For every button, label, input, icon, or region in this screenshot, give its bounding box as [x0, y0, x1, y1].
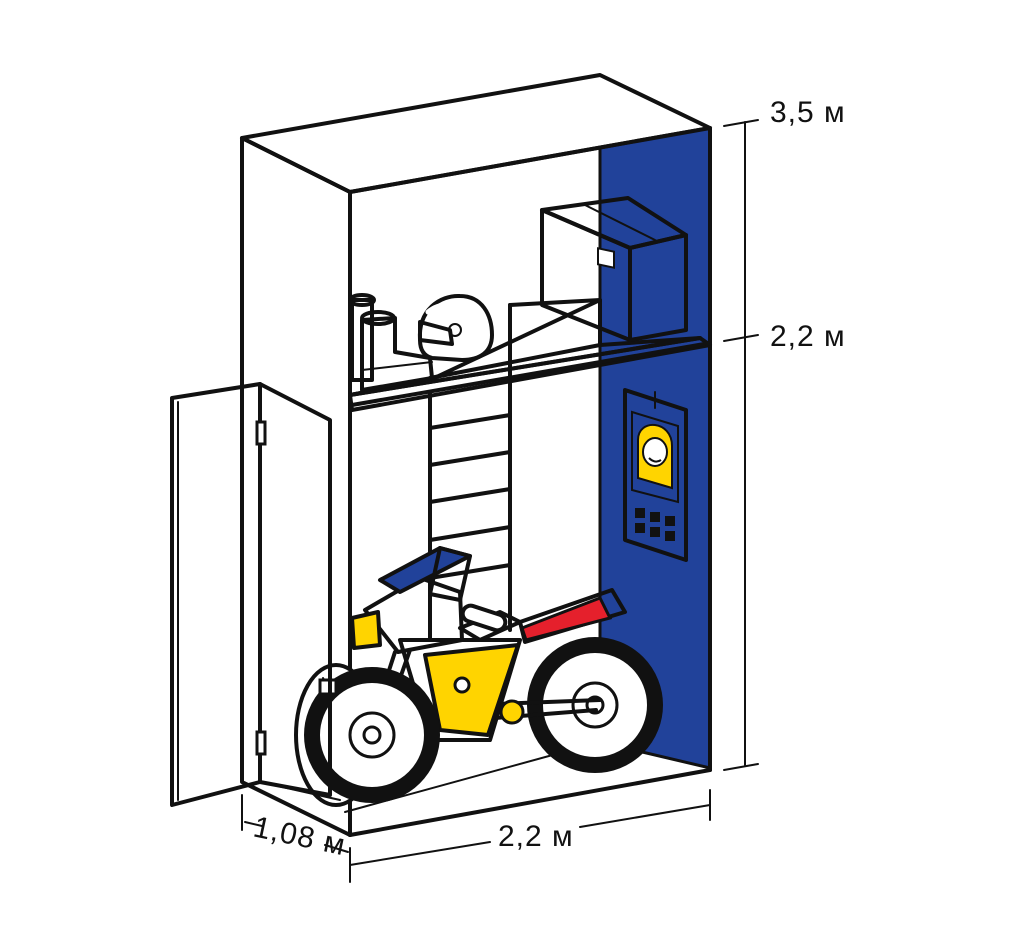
door	[170, 382, 341, 807]
ladder	[428, 378, 512, 642]
total-height-label: 3,5 м	[770, 96, 846, 129]
poster-icon	[623, 388, 688, 562]
helmet-icon	[417, 293, 494, 362]
lower-height-label: 2,2 м	[770, 320, 846, 353]
dimension-lines	[241, 119, 759, 883]
depth-label: 1,08 м	[251, 811, 349, 863]
motorcycle-icon	[294, 546, 663, 807]
width-label: 2,2 м	[498, 820, 574, 853]
box-icon	[540, 196, 688, 342]
